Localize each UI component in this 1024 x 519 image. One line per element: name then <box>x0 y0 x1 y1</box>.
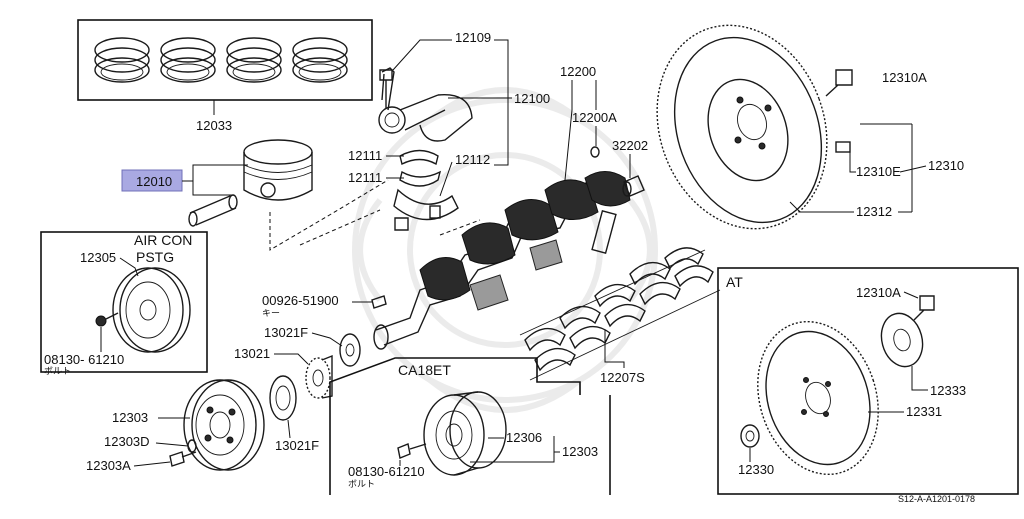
leader-12109 <box>392 39 452 71</box>
ca18et-box <box>329 357 581 495</box>
leader-12310E <box>849 152 856 173</box>
crank-sprocket[interactable] <box>305 354 333 399</box>
crank-bushing-32202[interactable] <box>622 175 645 197</box>
label-12303A[interactable]: 12303A <box>86 458 131 473</box>
label-12033[interactable]: 12033 <box>196 118 232 133</box>
label-32202[interactable]: 32202 <box>612 138 648 153</box>
label-12112[interactable]: 12112 <box>455 152 490 167</box>
leader-13021 <box>274 353 309 365</box>
label-12331[interactable]: 12331 <box>906 404 942 419</box>
woodruff-key[interactable] <box>371 295 387 309</box>
main-bearing-set[interactable] <box>519 247 721 381</box>
rod-cap[interactable] <box>393 188 459 231</box>
label-12100[interactable]: 12100 <box>514 91 550 106</box>
at-box <box>717 267 1019 495</box>
ca18et-crank-pulley[interactable] <box>423 391 507 476</box>
crank-pulley-washer[interactable] <box>187 439 197 453</box>
piston-pin[interactable] <box>188 194 238 227</box>
piston[interactable] <box>243 139 313 201</box>
label-13021F-a[interactable]: 13021F <box>264 325 308 340</box>
flywheel-dowel[interactable] <box>835 141 851 153</box>
piston-ring-set-3[interactable] <box>226 37 282 83</box>
label-08130-b[interactable]: 08130-61210 <box>348 464 425 479</box>
label-12310[interactable]: 12310 <box>928 158 964 173</box>
drive-plate-bolt[interactable] <box>913 295 935 321</box>
label-12303-b[interactable]: 12303 <box>562 444 598 459</box>
label-12109[interactable]: 12109 <box>455 30 491 45</box>
label-bolt-b: ボルト <box>348 479 375 489</box>
label-12310E[interactable]: 12310E <box>856 164 901 179</box>
air-con-box <box>40 231 208 373</box>
leader-12333 <box>911 366 928 391</box>
label-12310A-at[interactable]: 12310A <box>856 285 901 300</box>
drive-plate-at[interactable] <box>739 306 898 490</box>
label-key: キー <box>262 308 280 318</box>
label-12312[interactable]: 12312 <box>856 204 892 219</box>
piston-ring-set-1[interactable] <box>94 37 150 83</box>
air-con-subtitle: PSTG <box>136 249 174 265</box>
air-con-bolt[interactable] <box>95 312 119 327</box>
leader-12112 <box>439 161 453 197</box>
sprocket-washer[interactable] <box>269 375 297 421</box>
assembly-line-rod <box>299 209 481 246</box>
crank-washer[interactable] <box>339 333 361 367</box>
flywheel-bolt[interactable] <box>825 69 853 97</box>
crank-pilot-bushing[interactable] <box>590 146 600 158</box>
ca18et-title: CA18ET <box>398 362 451 378</box>
label-12310A[interactable]: 12310A <box>882 70 927 85</box>
label-12303[interactable]: 12303 <box>112 410 148 425</box>
leader-13021F-b <box>287 419 291 439</box>
label-08130-a[interactable]: 08130- 61210 <box>44 352 124 367</box>
assembly-line-piston <box>269 179 389 251</box>
label-12200A[interactable]: 12200A <box>572 110 617 125</box>
label-12330[interactable]: 12330 <box>738 462 774 477</box>
label-13021[interactable]: 13021 <box>234 346 270 361</box>
label-00926[interactable]: 00926-51900 <box>262 293 339 308</box>
label-12306[interactable]: 12306 <box>506 430 542 445</box>
piston-ring-set-2[interactable] <box>160 37 216 83</box>
label-13021F-b[interactable]: 13021F <box>275 438 319 453</box>
label-12010[interactable]: 12010 <box>136 174 172 189</box>
reinforcement-plate-at[interactable] <box>876 309 929 372</box>
leader-12207S <box>604 330 625 368</box>
leader-12200 <box>564 80 573 181</box>
at-title: AT <box>726 274 743 290</box>
label-12200[interactable]: 12200 <box>560 64 596 79</box>
leader-bracket-12303b <box>470 436 560 463</box>
crank-pulley[interactable] <box>183 379 265 471</box>
label-12207S[interactable]: 12207S <box>600 370 645 385</box>
label-12111-lower[interactable]: 12111 <box>348 170 382 185</box>
label-12333[interactable]: 12333 <box>930 383 966 398</box>
label-12303D[interactable]: 12303D <box>104 434 150 449</box>
crankshaft[interactable] <box>373 171 631 350</box>
rod-bearing-upper[interactable] <box>399 149 439 166</box>
leader-12010 <box>182 164 248 196</box>
label-12111-upper[interactable]: 12111 <box>348 148 382 163</box>
air-con-pulley[interactable] <box>112 267 191 353</box>
crank-pulley-bolt[interactable] <box>169 451 197 467</box>
leader-12312 <box>789 201 854 213</box>
watermark-emblem <box>352 87 658 413</box>
rod-bearing-lower[interactable] <box>399 170 442 187</box>
leader-12303A <box>133 461 171 467</box>
label-12305[interactable]: 12305 <box>80 250 116 265</box>
rod-bolt[interactable] <box>379 69 393 108</box>
leader-12305 <box>119 257 139 277</box>
connecting-rod[interactable] <box>378 67 473 142</box>
pilot-converter-at[interactable] <box>740 424 760 448</box>
label-bolt-a: ボルト <box>44 366 71 376</box>
leader-12303D <box>155 442 189 447</box>
leader-bracket-12310 <box>860 123 927 213</box>
leader-13021F-a <box>311 332 343 347</box>
flywheel-mt[interactable] <box>629 1 854 253</box>
leader-bracket-12100 <box>494 39 509 166</box>
leader-12310A-at <box>903 291 919 299</box>
ca18et-bolt[interactable] <box>397 443 427 459</box>
piston-ring-set-4[interactable] <box>292 37 348 83</box>
piston-rings-box <box>77 19 373 101</box>
air-con-title: AIR CON <box>134 232 192 248</box>
diagram-code: S12-A-A1201-0178 <box>898 494 975 504</box>
